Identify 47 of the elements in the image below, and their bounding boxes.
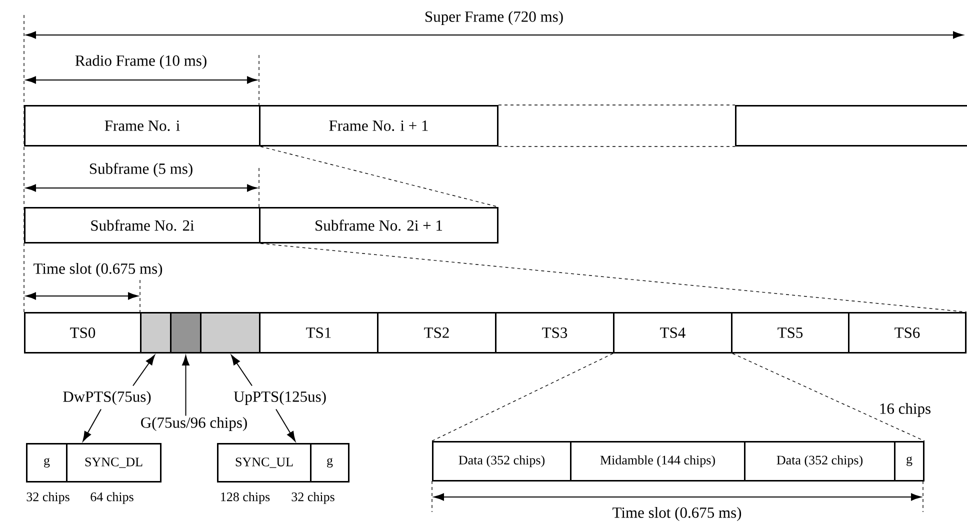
arrow: [276, 408, 296, 442]
chip-field-box: SYNC_DL: [66, 443, 162, 482]
continuation-line: [498, 146, 736, 147]
size-label: 32 chips: [292, 492, 334, 504]
subframe-box: Subframe No. 2i: [24, 207, 260, 244]
subframe-box: Subframe No. 2i + 1: [259, 207, 498, 244]
pilot-slot-box: [140, 312, 172, 354]
size-label: 16 chips: [880, 402, 930, 418]
time-slot-box: TS3: [495, 312, 614, 354]
zoom-line: [260, 243, 967, 312]
continuation-line: [498, 104, 736, 106]
zoom-line: [732, 353, 925, 442]
arrow: [82, 408, 102, 442]
dimension-label: Time slot (0.675 ms): [34, 262, 162, 278]
slot-label: DwPTS(75us): [63, 390, 151, 406]
frame-box: [735, 105, 967, 146]
frame-box: Frame No. i: [24, 105, 260, 146]
dimension-label: Super Frame (720 ms): [426, 10, 563, 26]
slot-label: UpPTS(125us): [234, 390, 326, 406]
guard-slot-box: [170, 312, 202, 354]
arrow: [182, 355, 190, 416]
arrow: [132, 354, 155, 386]
chip-field-box: g: [310, 443, 350, 482]
slot-label: G(75us/96 chips): [141, 416, 247, 432]
dimension-label: Radio Frame (10 ms): [75, 54, 206, 70]
dimension-label: Subframe (5 ms): [90, 162, 192, 178]
arrow: [231, 354, 252, 386]
chip-field-box: g: [26, 443, 68, 482]
size-label: 32 chips: [26, 492, 70, 504]
dimension-label: Time slot (0.675 ms): [612, 506, 742, 521]
time-slot-box: TS5: [731, 312, 850, 354]
size-label: 128 chips: [221, 492, 270, 504]
time-slot-box: TS4: [613, 312, 732, 354]
pilot-slot-box: [200, 312, 260, 354]
time-slot-box: TS0: [24, 312, 142, 354]
chip-field-box: g: [894, 441, 924, 482]
zoom-line: [260, 146, 499, 208]
chip-field-box: SYNC_UL: [217, 443, 312, 482]
frame-box: Frame No. i + 1: [259, 105, 498, 146]
chip-field-box: Midamble (144 chips): [570, 441, 746, 482]
time-slot-box: TS2: [377, 312, 496, 354]
time-slot-box: TS6: [848, 312, 966, 354]
size-label: 64 chips: [90, 492, 134, 504]
zoom-line: [432, 353, 614, 442]
chip-field-box: Data (352 chips): [432, 441, 572, 482]
chip-field-box: Data (352 chips): [744, 441, 896, 482]
time-slot-box: TS1: [259, 312, 378, 354]
